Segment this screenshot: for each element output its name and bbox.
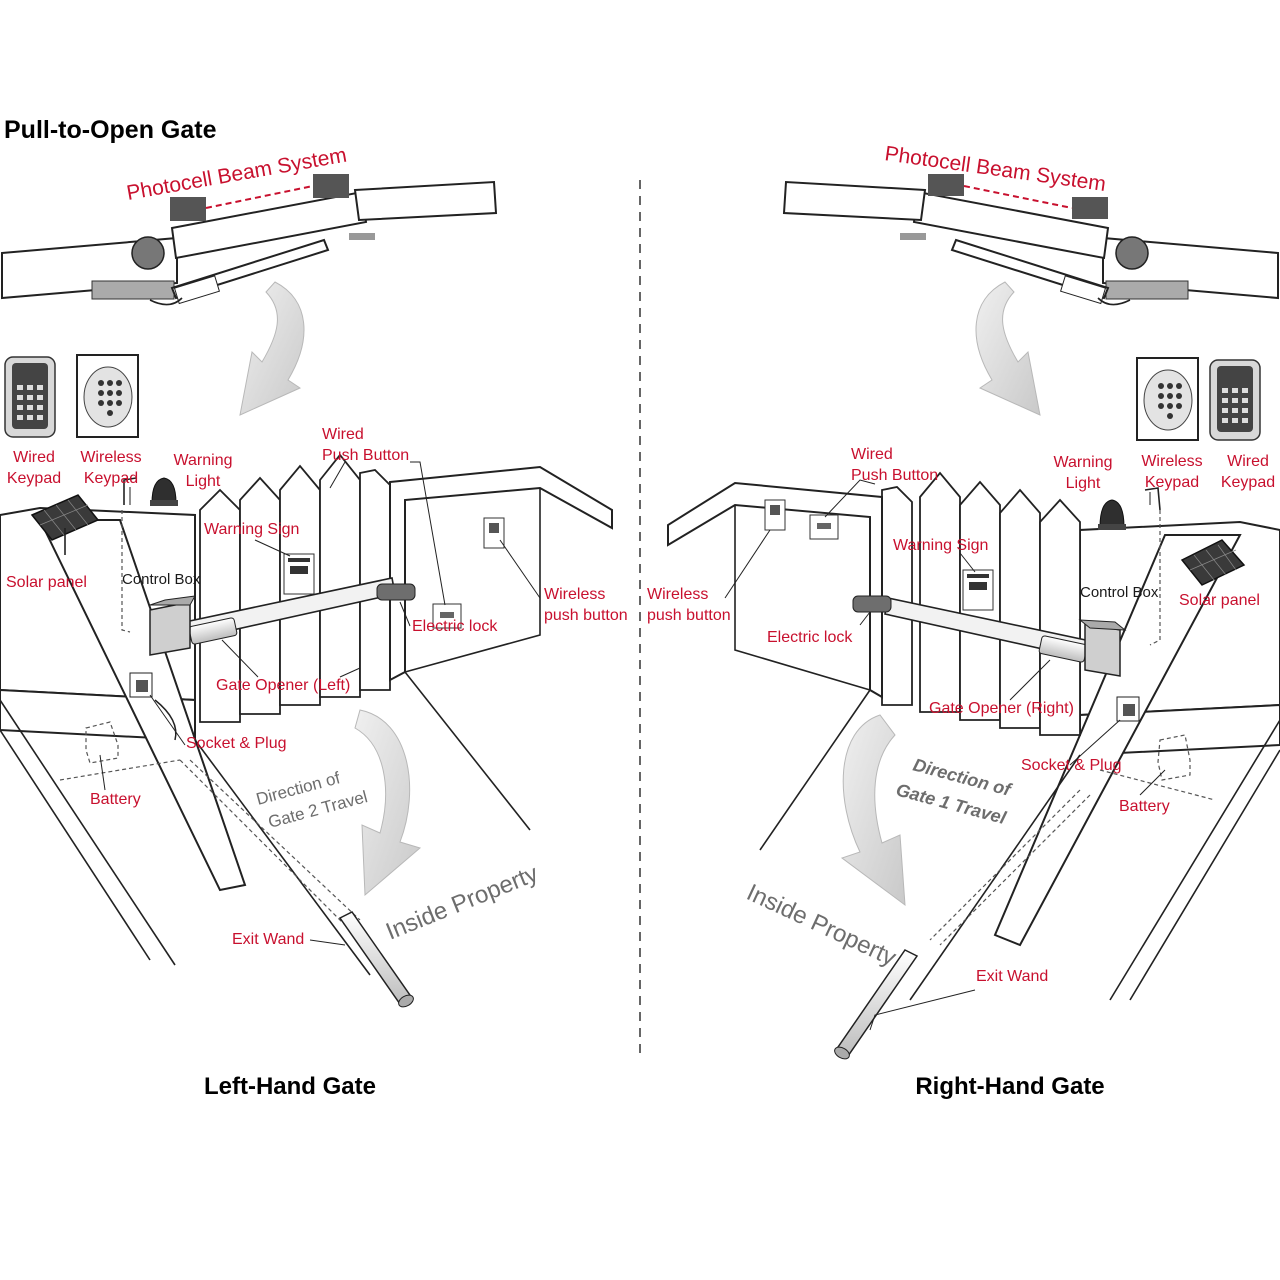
left-wired-keypad-label-2: Keypad [7,470,61,487]
left-photocell-beam [205,185,314,209]
left-warning-sign-label: Warning Sign [204,521,299,538]
right-wired-push-button-label-2: Push Button [851,467,938,484]
left-wired-keypad-label-1: Wired [13,449,55,466]
left-caption: Left-Hand Gate [204,1073,376,1100]
left-inside-property-label: Inside Property [382,860,542,946]
left-wireless-push-button-label-1: Wireless [544,586,605,603]
right-warning-sign-label: Warning Sign [893,537,988,554]
left-wireless-push-button-label-2: push button [544,607,628,624]
right-wireless-keypad-label-2: Keypad [1145,474,1199,491]
right-control-box-label: Control Box [1080,584,1159,601]
left-photocell-a [170,197,206,221]
right-scene [667,471,1280,1060]
left-top-hinge [131,236,165,270]
right-labels: Wired Push Button Warning Light Wireless… [647,446,1275,1031]
right-wired-keypad-label-1: Wired [1227,453,1269,470]
right-wireless-push-button-label-2: push button [647,607,731,624]
right-battery-label: Battery [1119,798,1170,815]
right-inside-property-label: Inside Property [742,879,900,972]
left-photocell-b [313,174,349,198]
left-battery-label: Battery [90,791,141,808]
right-caption: Right-Hand Gate [915,1073,1104,1100]
left-top-opener-motor [173,275,221,305]
left-top-post [353,180,498,222]
right-top-view: Photocell Beam System [782,142,1279,306]
right-rotation-arrow [975,281,1041,416]
left-top-lock [349,233,375,240]
right-warning-light-label-2: Light [1066,475,1101,492]
left-scene [0,453,613,1008]
left-wired-push-button-label-1: Wired [322,426,364,443]
left-wireless-keypad [76,354,139,438]
left-top-base [91,280,175,300]
right-socket-plug-label: Socket & Plug [1021,757,1122,774]
right-exit-wand-label: Exit Wand [976,968,1048,985]
left-top-gate-panel [170,190,368,260]
right-gate-diagram: Photocell Beam System [647,142,1280,1060]
right-warning-light-label-1: Warning [1054,454,1113,471]
left-gate-diagram: Photocell Beam System [0,144,628,1008]
right-photocell-label: Photocell Beam System [883,142,1107,196]
right-wireless-push-button-label-1: Wireless [647,586,708,603]
right-wired-keypad [1209,359,1261,441]
left-socket-plug-label: Socket & Plug [186,735,287,752]
left-gate-opener-label: Gate Opener (Left) [216,677,350,694]
right-wired-keypad-label-2: Keypad [1221,474,1275,491]
right-wired-push-button-label-1: Wired [851,446,893,463]
left-wireless-keypad-label-1: Wireless [80,449,141,466]
left-wired-keypad [4,356,56,438]
right-electric-lock-label: Electric lock [767,629,853,646]
left-warning-light-label-1: Warning [174,452,233,469]
left-electric-lock-label: Electric lock [412,618,498,635]
right-gate-opener-label: Gate Opener (Right) [929,700,1074,717]
left-top-view: Photocell Beam System [1,144,498,306]
right-wireless-keypad [1136,357,1199,441]
left-control-box-label: Control Box [122,571,201,588]
left-wireless-keypad-label-2: Keypad [84,470,138,487]
right-solar-panel-label: Solar panel [1179,592,1260,609]
left-wired-push-button-label-2: Push Button [322,447,409,464]
right-wireless-keypad-label-1: Wireless [1141,453,1202,470]
left-top-cable [149,297,183,306]
page-title: Pull-to-Open Gate [4,116,217,144]
left-warning-light-label-2: Light [186,473,221,490]
left-rotation-arrow [239,281,305,416]
left-solar-panel-label: Solar panel [6,574,87,591]
left-exit-wand-label: Exit Wand [232,931,304,948]
